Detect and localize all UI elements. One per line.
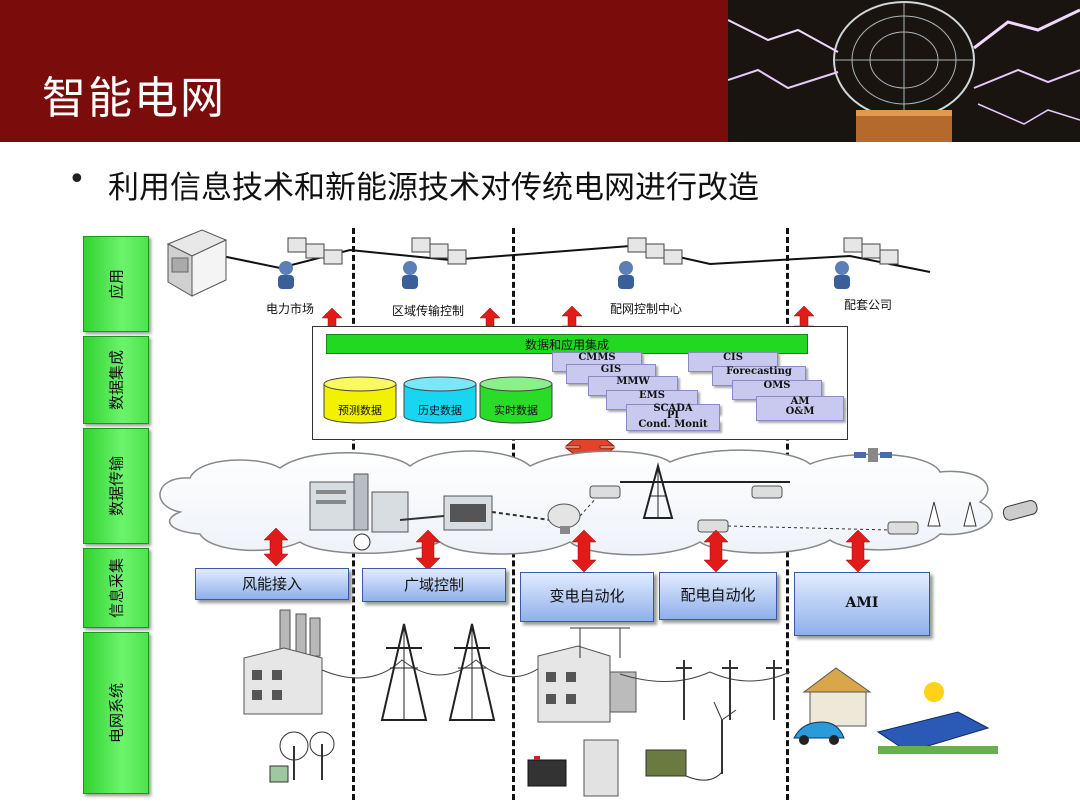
wireless-sensor-icon (927, 501, 941, 527)
electric-car-icon (793, 721, 845, 745)
bullet-text: 利用信息技术和新能源技术对传统电网进行改造 (108, 170, 759, 206)
station-label: 配套公司 (844, 298, 893, 312)
acquisition-box: 配电自动化 (659, 572, 777, 620)
transmission-tower-icon (570, 627, 630, 658)
station-label: 电力市场 (266, 302, 315, 316)
wind-turbine-icon (269, 731, 309, 783)
database-icon (323, 376, 397, 424)
data-center-icon (309, 473, 409, 533)
layer-data-transmission: 数据传输 (83, 428, 149, 544)
transmission-tower-icon (448, 623, 496, 721)
database-icon (479, 376, 553, 424)
house-icon (802, 667, 872, 727)
database-label: 预测数据 (338, 404, 382, 417)
database-label: 实时数据 (494, 404, 538, 417)
acquisition-box: 变电自动化 (520, 572, 654, 622)
database-label: 历史数据 (418, 404, 462, 417)
bullet-icon: • (68, 162, 86, 197)
integration-bar: 数据和应用集成 (326, 334, 808, 354)
acquisition-box: 风能接入 (195, 568, 349, 600)
meter-icon (353, 533, 371, 551)
network-link (491, 511, 551, 521)
acquisition-box: AMI (794, 572, 930, 636)
router-icon (697, 519, 729, 533)
wind-turbine-icon (309, 731, 335, 780)
tesla-coil-photo (728, 0, 1080, 142)
operator-workstation-icon (618, 237, 683, 289)
double-arrow-icon (263, 527, 289, 567)
power-line (685, 771, 723, 781)
slide-title: 智能电网 (42, 73, 226, 124)
acquisition-box: 广域控制 (362, 568, 506, 602)
operator-workstation-icon (402, 237, 467, 289)
layer-data-integration: 数据集成 (83, 336, 149, 424)
substation-icon (537, 645, 637, 723)
wireless-sensor-icon (963, 501, 977, 527)
power-plant-icon (243, 609, 323, 715)
operator-workstation-icon (834, 237, 899, 289)
router-icon (751, 485, 783, 499)
mobile-device-icon (1002, 500, 1038, 521)
cabinet-icon (583, 739, 619, 797)
router-icon (887, 521, 919, 535)
transmission-tower-icon (380, 623, 428, 721)
network-switch-icon (443, 495, 493, 531)
database-icon (403, 376, 477, 424)
layer-application: 应用 (83, 236, 149, 332)
system-card: Cond. Monit (626, 420, 720, 431)
satellite-icon (854, 448, 892, 462)
power-line (619, 671, 791, 682)
diagram-graphics (159, 229, 1038, 797)
wind-turbine-icon (713, 701, 737, 774)
layer-information-acquisition: 信息采集 (83, 548, 149, 628)
solar-panel-icon (876, 682, 998, 754)
utility-pole-icon (676, 660, 782, 720)
battery-icon (527, 756, 567, 787)
network-link (579, 495, 599, 517)
system-card: O&M (756, 406, 844, 421)
station-label: 配网控制中心 (610, 302, 683, 316)
storage-unit-icon (645, 749, 687, 777)
router-icon (589, 485, 621, 499)
layer-grid-system: 电网系统 (83, 632, 149, 794)
network-link (399, 515, 445, 521)
operator-workstation-icon (278, 237, 343, 289)
station-label: 区域传输控制 (392, 304, 465, 318)
server-icon (166, 229, 228, 297)
radio-tower-icon (642, 462, 674, 519)
